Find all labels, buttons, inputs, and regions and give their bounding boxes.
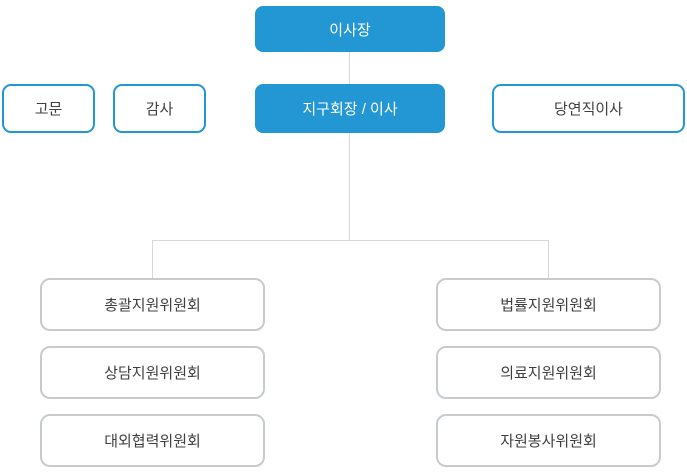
- committee-box-volunteer: 자원봉사위원회: [436, 414, 661, 467]
- committee-label: 의료지원위원회: [500, 365, 597, 382]
- advisor-box: 고문: [2, 84, 95, 133]
- district-president-box: 지구회장 / 이사: [255, 84, 445, 133]
- committee-box-counseling-support: 상담지원위원회: [40, 346, 265, 399]
- connector-left-branch: [152, 240, 153, 278]
- committee-label: 총괄지원위원회: [104, 297, 201, 314]
- connector-right-branch: [548, 240, 549, 278]
- committee-box-external-cooperation: 대외협력위원회: [40, 414, 265, 467]
- auditor-box: 감사: [113, 84, 206, 133]
- committee-label: 대외협력위원회: [104, 433, 201, 450]
- auditor-label: 감사: [145, 101, 174, 118]
- committee-label: 법률지원위원회: [500, 297, 597, 314]
- connector-president-down: [349, 133, 350, 241]
- advisor-label: 고문: [34, 101, 63, 118]
- chairman-box: 이사장: [255, 6, 445, 52]
- chairman-label: 이사장: [329, 21, 371, 39]
- committee-box-legal-support: 법률지원위원회: [436, 278, 661, 331]
- district-president-label: 지구회장 / 이사: [302, 101, 398, 118]
- ex-officio-director-box: 당연직이사: [492, 84, 685, 133]
- committee-label: 자원봉사위원회: [500, 433, 597, 450]
- committee-box-general-support: 총괄지원위원회: [40, 278, 265, 331]
- connector-horizontal: [152, 240, 549, 241]
- ex-officio-director-label: 당연직이사: [553, 101, 623, 118]
- committee-box-medical-support: 의료지원위원회: [436, 346, 661, 399]
- committee-label: 상담지원위원회: [104, 365, 201, 382]
- connector-chairman-to-president: [349, 52, 350, 84]
